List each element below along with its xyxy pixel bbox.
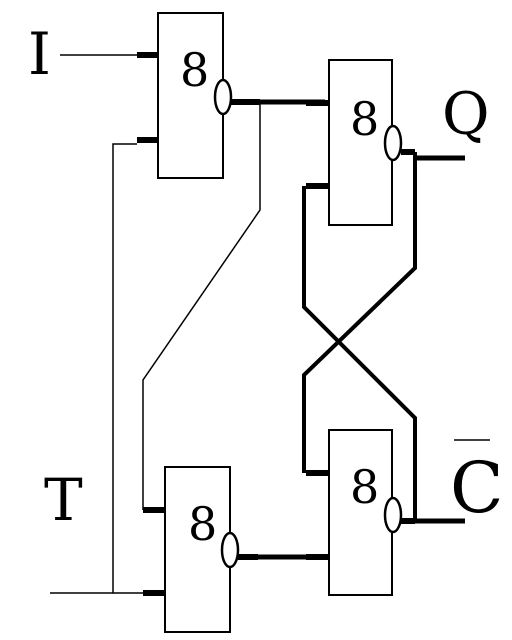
gate-2-box [328,59,393,226]
gate-2-symbol: 8 [350,92,379,146]
gate-2-inversion-bubble [383,124,403,162]
gate-4-inversion-bubble [383,496,403,534]
input-t-label: T [44,466,83,534]
gate-1-inversion-bubble [213,78,233,116]
gate-3-symbol: 8 [188,497,217,551]
wire-input-t [50,143,137,594]
gate-3-box [164,466,231,633]
output-q-bar-label: C [450,447,504,529]
wire-gate1-to-gate3 [142,102,261,510]
feedback-q-bar-to-gate2 [302,186,417,521]
gate-1-box [157,12,224,179]
output-q-label: Q [442,80,490,148]
feedback-q-to-gate4 [302,152,417,473]
gate-1-symbol: 8 [180,43,209,97]
gate-4-symbol: 8 [350,460,379,514]
gate-3-inversion-bubble [220,531,240,569]
input-i-label: I [28,20,51,88]
